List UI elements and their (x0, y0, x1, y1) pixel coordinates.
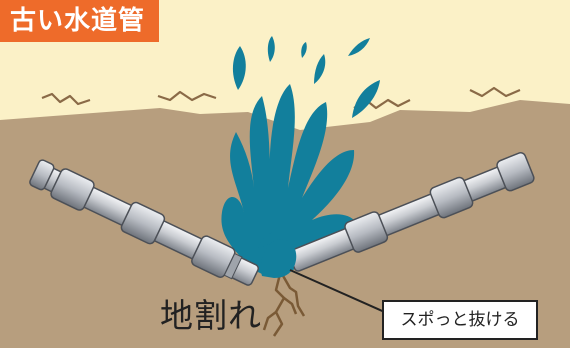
callout-pointer (289, 269, 399, 319)
page-title: 古い水道管 (0, 0, 160, 42)
water-burst (221, 36, 380, 274)
left-pipe (29, 159, 259, 286)
callout-label: スポっと抜ける (382, 300, 538, 340)
crack-label: 地割れ (160, 296, 262, 335)
right-pipe (288, 152, 535, 272)
water-splash-front (258, 231, 297, 278)
ground-crack (262, 273, 306, 337)
